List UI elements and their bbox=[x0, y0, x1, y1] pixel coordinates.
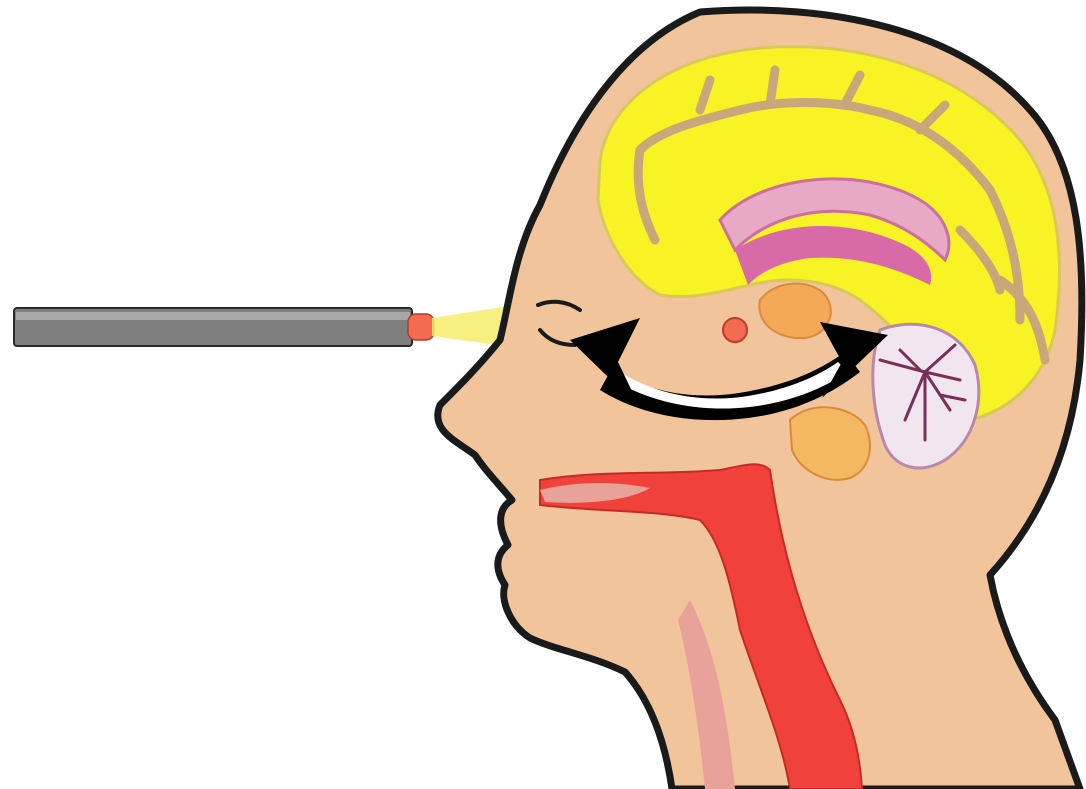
penlight-highlight bbox=[16, 312, 410, 320]
penlight-icon bbox=[14, 308, 434, 346]
pituitary bbox=[723, 318, 747, 342]
penlight-tip bbox=[408, 314, 434, 340]
